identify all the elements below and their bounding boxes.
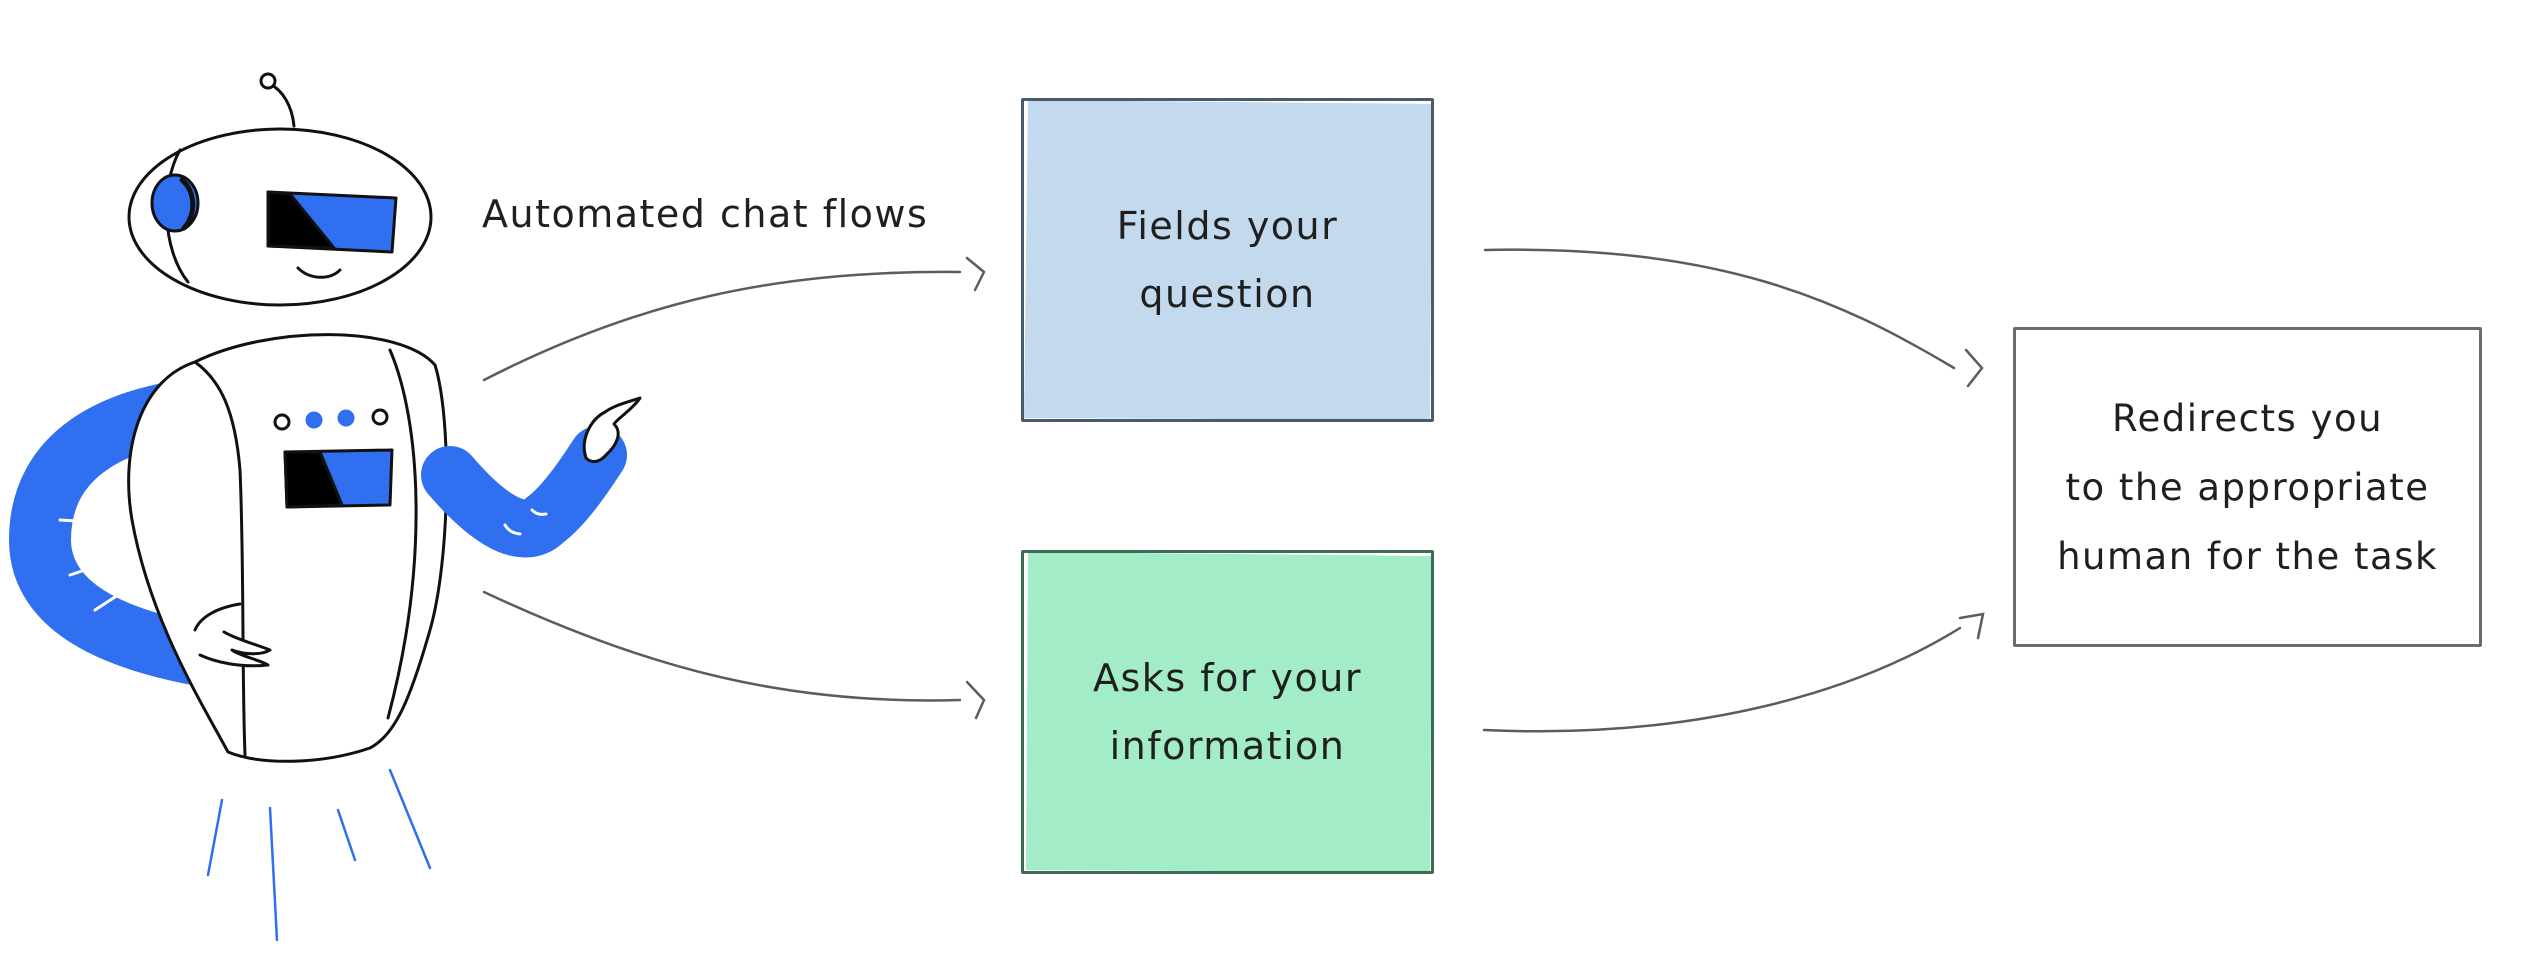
automated-chat-flows-label: Automated chat flows bbox=[482, 192, 929, 236]
fields-question-box: Fields your question bbox=[1021, 98, 1434, 422]
fields-box-line-2: question bbox=[1139, 272, 1316, 316]
fields-box-fill bbox=[1024, 100, 1432, 420]
asks-box-line-1: Asks for your bbox=[1093, 656, 1362, 700]
arrowhead-redirect-top bbox=[1964, 348, 1984, 388]
arrowhead-redirect-bottom bbox=[1958, 612, 1985, 640]
asks-information-box: Asks for your information bbox=[1021, 550, 1434, 874]
arrowhead-fields bbox=[965, 256, 986, 292]
asks-box-fill bbox=[1026, 552, 1432, 872]
asks-box-line-2: information bbox=[1109, 724, 1346, 768]
redirect-box-line-1: Redirects you bbox=[2111, 396, 2384, 440]
arrowhead-asks bbox=[965, 680, 986, 720]
redirect-box-line-2: to the appropriate bbox=[2065, 465, 2430, 509]
arrow-robot-to-fields bbox=[482, 270, 962, 382]
arrow-robot-to-asks bbox=[482, 590, 962, 702]
robot-icon bbox=[9, 72, 642, 942]
fields-box-line-1: Fields your bbox=[1116, 204, 1339, 248]
arrow-asks-to-redirect bbox=[1482, 626, 1962, 733]
redirect-human-box: Redirects you to the appropriate human f… bbox=[2013, 327, 2482, 647]
redirect-box-line-3: human for the task bbox=[2057, 534, 2438, 578]
arrow-fields-to-redirect bbox=[1483, 248, 1956, 370]
